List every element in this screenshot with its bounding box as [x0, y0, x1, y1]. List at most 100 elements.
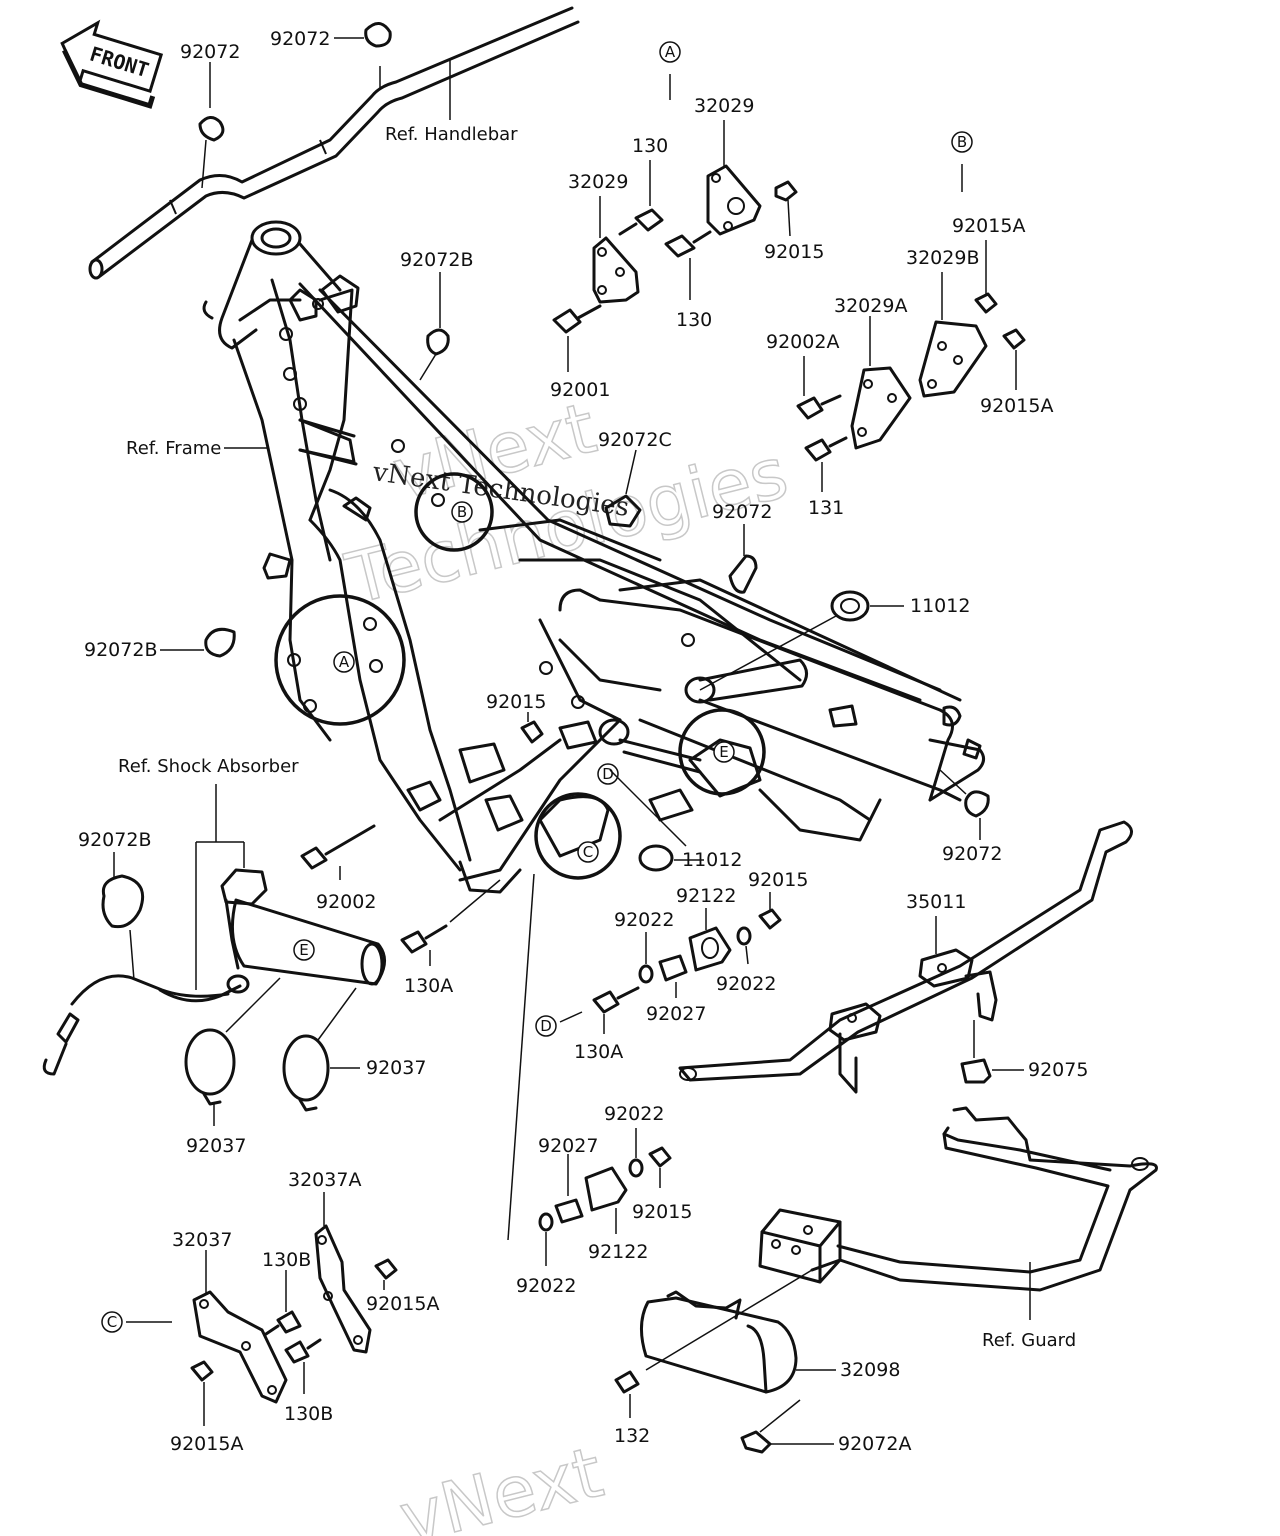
- washer-92022-c-bottom: 92022: [516, 1212, 576, 1297]
- clamp-92072b-left: 92072B: [84, 627, 236, 661]
- sleeve-92027-d: 92027: [646, 954, 706, 1025]
- bolt-130a-d: 130A: [574, 986, 640, 1063]
- callout-130b-b: 130B: [284, 1403, 333, 1425]
- svg-text:E: E: [299, 941, 308, 959]
- watermark-bottom: vNext: [392, 1431, 610, 1536]
- bolt-130-upper: 130: [618, 135, 668, 236]
- svg-text:D: D: [602, 765, 614, 783]
- grommet-11012-upper: 11012: [699, 590, 970, 691]
- ref-guard: Ref. Guard: [982, 1330, 1076, 1351]
- callout-11012-b: 11012: [682, 849, 742, 871]
- callout-92072b-b: 92072B: [84, 639, 157, 661]
- svg-text:D: D: [540, 1017, 552, 1035]
- svg-text:E: E: [719, 743, 728, 761]
- callout-32037: 32037: [172, 1229, 232, 1251]
- clamp-92072-left: 92072: [180, 41, 240, 189]
- band-92037-left: 92037: [184, 977, 281, 1157]
- callout-92072-a: 92072: [180, 41, 240, 63]
- callout-92015-c: 92015: [748, 869, 808, 891]
- grommet-11012-lower: 11012: [609, 769, 742, 872]
- bracket-32029-upper: 32029: [694, 95, 762, 236]
- callout-92015a-b: 92015A: [980, 395, 1053, 417]
- band-92072b: 92072B: [78, 829, 151, 981]
- callout-92001: 92001: [550, 379, 610, 401]
- bolt-130a-frame: 130A: [400, 879, 501, 997]
- detail-circle-b: [414, 472, 494, 552]
- callout-131: 131: [808, 497, 844, 519]
- callout-92002a: 92002A: [766, 331, 839, 353]
- tag-c-left: C: [101, 1311, 172, 1333]
- callout-92122-b: 92122: [588, 1241, 648, 1263]
- bolt-92002: 92002: [300, 824, 376, 913]
- callout-32029b: 32029B: [906, 247, 979, 269]
- callout-92027-b: 92027: [538, 1135, 598, 1157]
- bracket-32037: 32037: [172, 1229, 288, 1404]
- callout-130a-b: 130A: [574, 1041, 623, 1063]
- bracket-32037a: 32037A: [288, 1169, 372, 1354]
- callout-32029a: 32029A: [834, 295, 907, 317]
- bolt-92001: 92001: [550, 304, 610, 401]
- callout-92037-b: 92037: [366, 1057, 426, 1079]
- callout-92022-b: 92022: [716, 973, 776, 995]
- washer-92022-d-right: 92022: [716, 926, 776, 995]
- callout-92037-a: 92037: [186, 1135, 246, 1157]
- nut-92015-d: 92015: [748, 869, 808, 930]
- callout-130a-a: 130A: [404, 975, 453, 997]
- washer-92022-d-left: 92022: [614, 909, 674, 984]
- tag-c-frame: C: [577, 841, 599, 863]
- band-92037-right: 92037: [282, 987, 426, 1112]
- callout-92015-a: 92015: [764, 241, 824, 263]
- svg-text:A: A: [665, 43, 676, 61]
- callout-92015-d: 92015: [632, 1201, 692, 1223]
- callout-92072a: 92072A: [838, 1433, 911, 1455]
- tag-a-frame: A: [333, 651, 355, 673]
- nut-92015a-c-right: 92015A: [366, 1258, 439, 1315]
- clip-92072a: 92072A: [740, 1399, 911, 1455]
- callout-92002: 92002: [316, 891, 376, 913]
- handlebar: Ref. Handlebar: [88, 6, 580, 280]
- callout-92015-b: 92015: [486, 691, 546, 713]
- bolt-130b-lower: 130B: [284, 1338, 333, 1425]
- bracket-32029a: 32029A: [834, 295, 912, 450]
- bolt-130-lower: 130: [664, 230, 712, 331]
- callout-92027-a: 92027: [646, 1003, 706, 1025]
- callout-92015a-c: 92015A: [366, 1293, 439, 1315]
- collar-92122-c: 92122: [584, 1166, 648, 1263]
- nut-92015a-lower: 92015A: [980, 328, 1053, 417]
- bolt-92002a: 92002A: [766, 331, 842, 420]
- svg-text:A: A: [339, 653, 350, 671]
- svg-text:B: B: [457, 503, 467, 521]
- nut-92015-top: 92015: [764, 180, 824, 263]
- callout-35011: 35011: [906, 891, 966, 913]
- tag-e-shock: E: [293, 939, 315, 961]
- callout-92022-d: 92022: [516, 1275, 576, 1297]
- callout-92072-d: 92072: [942, 843, 1002, 865]
- bracket-32029b: 32029B: [906, 247, 988, 398]
- callout-92015a-a: 92015A: [952, 215, 1025, 237]
- clamp-92072b-upper: 92072B: [400, 249, 473, 381]
- callout-32029-a: 32029: [694, 95, 754, 117]
- tag-b-top: B: [951, 131, 973, 192]
- bolt-130b-upper: 130B: [262, 1249, 311, 1336]
- callout-92072-b: 92072: [270, 28, 330, 50]
- detail-circle-c: [534, 792, 622, 880]
- callout-132: 132: [614, 1425, 650, 1447]
- ref-frame: Ref. Frame: [126, 438, 221, 459]
- detail-circle-a: [274, 594, 406, 726]
- callout-32098: 32098: [840, 1359, 900, 1381]
- svg-text:C: C: [107, 1313, 117, 1331]
- tag-d-left: D: [535, 1011, 583, 1037]
- callout-130b-a: 130B: [262, 1249, 311, 1271]
- nut-92015-c: 92015: [632, 1146, 692, 1223]
- svg-text:B: B: [957, 133, 967, 151]
- bolt-132: 132: [614, 1370, 650, 1447]
- bracket-32029-lower: 32029: [568, 171, 640, 304]
- washer-92022-c-top: 92022: [604, 1103, 664, 1178]
- callout-92072-c: 92072: [712, 501, 772, 523]
- callout-92072c: 92072C: [598, 429, 672, 451]
- nut-92015a-upper: 92015A: [952, 215, 1025, 314]
- tag-a-top: A: [659, 41, 681, 100]
- front-arrow-icon: FRONT: [60, 19, 164, 109]
- protector-32098: 32098: [640, 1269, 900, 1394]
